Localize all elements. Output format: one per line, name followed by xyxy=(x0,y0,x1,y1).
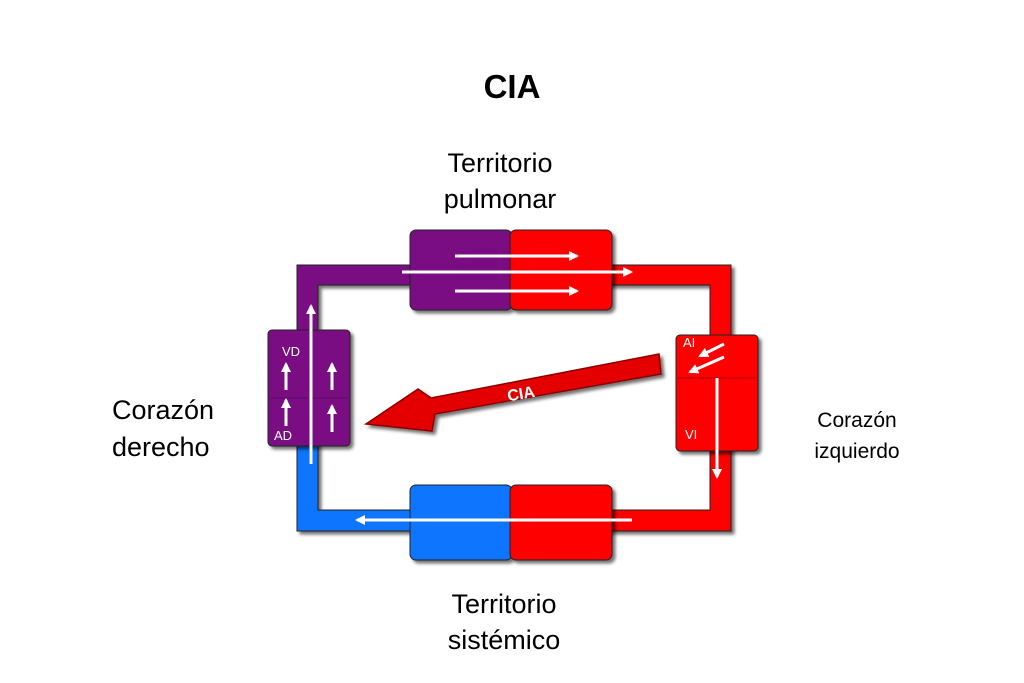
right-atrium-label: AD xyxy=(274,428,292,443)
right-heart-label-line2: derecho xyxy=(112,432,210,462)
cia-shunt-label: CIA xyxy=(506,384,537,406)
left-atrium-arrow-upper xyxy=(698,342,725,358)
systemic-territory-arterial xyxy=(509,484,613,561)
right-ventricle-label: VD xyxy=(282,344,300,359)
right-heart-label-line1: Corazón xyxy=(112,395,214,425)
right-heart-flow-arrows xyxy=(281,304,337,464)
systemic-territory xyxy=(409,484,613,561)
left-ventricle-label: VI xyxy=(685,427,697,442)
left-atrium-arrow-lower xyxy=(688,355,725,374)
left-heart-flow-arrows xyxy=(688,342,725,479)
pulmonary-territory-label-line2: pulmonar xyxy=(444,184,557,214)
left-atrium-label: AI xyxy=(683,335,695,350)
pulmonary-flow-arrows xyxy=(402,251,633,296)
systemic-territory-venous xyxy=(409,484,513,561)
systemic-territory-label-line2: sistémico xyxy=(448,625,561,655)
left-heart-label-line2: izquierdo xyxy=(814,440,899,463)
left-heart-label-line1: Corazón xyxy=(817,409,896,432)
diagram-title: CIA xyxy=(484,68,541,105)
right-heart-chamber xyxy=(267,329,351,447)
pulmonary-territory-label-line1: Territorio xyxy=(447,148,552,178)
pulmonary-territory-venous xyxy=(409,229,513,311)
cia-shunt-arrow xyxy=(363,353,662,432)
cia-shunt xyxy=(363,353,662,432)
pulmonary-territory-arterial xyxy=(509,229,613,311)
systemic-territory-label-line1: Territorio xyxy=(451,589,556,619)
pulmonary-territory xyxy=(409,229,613,311)
